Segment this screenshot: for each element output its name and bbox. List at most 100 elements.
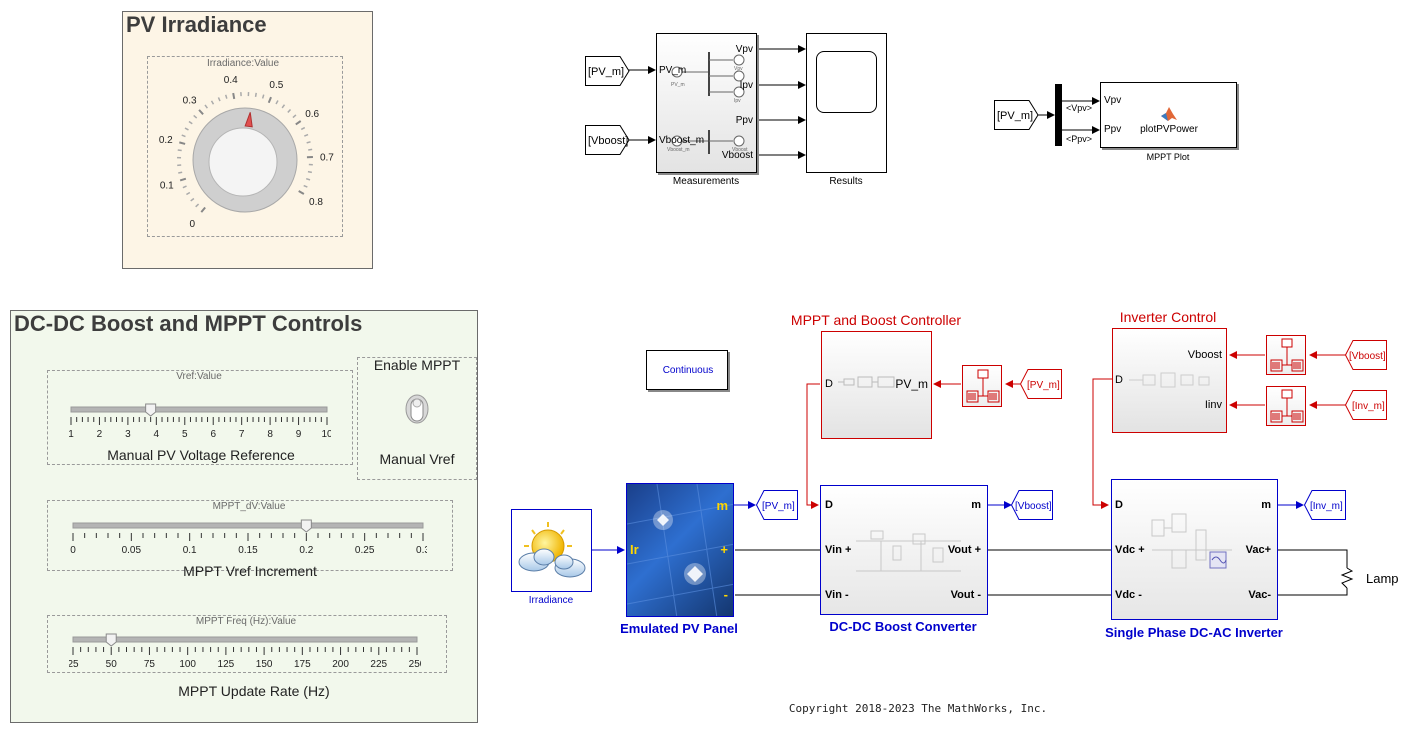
controller-from-tag[interactable]: [PV_m]	[1020, 369, 1062, 399]
knob-frame	[147, 56, 343, 237]
slider-tick-label: 4	[154, 429, 160, 440]
controller-rate-transition[interactable]	[962, 365, 1002, 407]
knob-minor-tick	[305, 177, 311, 181]
knob-tick-label: 0.4	[224, 75, 238, 86]
vboost-from-tag[interactable]: [Vboost]	[585, 125, 630, 155]
controller-port-pv-m: PV_m	[895, 377, 928, 391]
boost-port-m: m	[971, 499, 981, 511]
inverter-vboost-from-tag[interactable]: [Vboost]	[1345, 340, 1387, 370]
knob-major-tick	[298, 190, 305, 195]
knob-minor-tick	[275, 100, 279, 105]
freq-slider-caption: MPPT Update Rate (Hz)	[178, 683, 330, 699]
meas-sub-vpv: Vpv	[734, 66, 743, 72]
inverter-control-title: Inverter Control	[1119, 309, 1217, 325]
meas-sub-pv-m: PV_m	[671, 82, 685, 88]
inverter-goto-tag[interactable]: [Inv_m]	[1304, 490, 1346, 520]
powergui-block[interactable]: Continuous	[646, 350, 728, 390]
knob-minor-tick	[292, 114, 297, 119]
boost-port-vin-plus: Vin +	[825, 544, 852, 556]
pv-port-m: m	[716, 498, 728, 513]
vref-slider-thumb[interactable]	[145, 403, 157, 417]
irradiance-source-block[interactable]	[511, 509, 592, 592]
knob-major-tick	[200, 206, 206, 213]
inverter-port-vac-minus: Vac-	[1248, 589, 1271, 601]
knob-minor-tick	[287, 108, 292, 113]
slider-tick-label: 10	[321, 429, 331, 440]
mppt-switch-caption: Manual Vref	[379, 451, 455, 467]
knob-minor-tick	[303, 184, 308, 188]
inverter-port-d: D	[1115, 499, 1123, 511]
vboost-from-text: [Vboost]	[588, 135, 628, 147]
freq-slider-track[interactable]	[72, 636, 418, 643]
slider-tick-label: 0.3	[416, 545, 427, 556]
mppt-plot-from-tag[interactable]: [PV_m]	[994, 100, 1039, 130]
mppt-plot-block[interactable]: Vpv Ppv plotPVPower	[1100, 82, 1237, 148]
inverter-rate-transition-1[interactable]	[1266, 335, 1306, 375]
freq-slider-graphic[interactable]: 255075100125150175200225250	[67, 633, 426, 673]
mppt-switch-title: Enable MPPT	[373, 357, 461, 373]
slider-tick-label: 8	[267, 429, 273, 440]
meas-sub-vboost-m: Vboost_m	[667, 147, 690, 153]
knob-major-tick	[267, 96, 272, 104]
slider-tick-label: 250	[409, 659, 421, 670]
mppt-plot-in-vpv: Vpv	[1104, 95, 1122, 106]
pv-port-plus: +	[720, 542, 728, 557]
dv-slider-track[interactable]	[72, 522, 424, 529]
inverter-control-port-d: D	[1115, 374, 1123, 386]
copyright-text: Copyright 2018-2023 The MathWorks, Inc.	[788, 702, 1048, 715]
slider-tick-label: 1	[68, 429, 74, 440]
knob-minor-tick	[304, 133, 309, 137]
boost-goto-tag[interactable]: [Vboost]	[1011, 490, 1053, 520]
inverter-rate-transition-2[interactable]	[1266, 386, 1306, 426]
knob-minor-tick	[188, 120, 193, 125]
freq-slider[interactable]: 255075100125150175200225250	[67, 633, 426, 673]
inverter-port-vdc-plus: Vdc +	[1115, 544, 1145, 556]
bus-selector[interactable]	[1055, 84, 1062, 146]
inverter-block[interactable]: D m Vdc + Vac+ Vdc - Vac-	[1111, 479, 1278, 620]
slider-tick-label: 9	[296, 429, 302, 440]
mppt-plot-from-text: [PV_m]	[997, 110, 1033, 122]
meas-out-vpv: Vpv	[735, 44, 753, 55]
bus-signal-vpv: <Vpv>	[1066, 103, 1093, 113]
results-scope-block[interactable]	[806, 33, 887, 173]
pv-m-from-text: [PV_m]	[588, 66, 624, 78]
dv-slider-thumb[interactable]	[300, 519, 312, 533]
knob-tick-label: 0	[190, 219, 196, 230]
slider-tick-label: 0	[70, 545, 76, 556]
freq-slider-thumb[interactable]	[105, 633, 117, 647]
freq-slider-label: MPPT Freq (Hz):Value	[195, 616, 297, 627]
mppt-toggle-switch[interactable]	[402, 383, 432, 427]
inverter-inv-m-from-tag[interactable]: [Inv_m]	[1345, 390, 1387, 420]
dv-slider-graphic[interactable]: 00.050.10.150.20.250.3	[69, 519, 430, 559]
knob-minor-tick	[254, 92, 257, 98]
pv-m-from-tag[interactable]: [PV_m]	[585, 56, 630, 86]
knob-tick-label: 0.7	[320, 152, 334, 163]
knob-pointer	[244, 112, 253, 128]
knob-minor-tick	[210, 100, 215, 105]
vref-slider-label: Vref:Value	[176, 371, 222, 382]
vref-slider-frame	[47, 370, 353, 465]
boost-port-vout-plus: Vout +	[947, 544, 981, 556]
meas-out-vboost: Vboost	[721, 150, 753, 161]
matlab-logo-icon	[1161, 107, 1177, 121]
slider-tick-label: 125	[218, 659, 235, 670]
pv-port-ir: Ir	[630, 542, 639, 557]
mppt-controller-block[interactable]: D PV_m	[821, 331, 932, 439]
meas-in-vboost-m: Vboost_m	[659, 135, 705, 146]
vref-slider-track[interactable]	[70, 406, 328, 413]
measurements-block[interactable]: PV_m Vboost_m PV_m Vpv Ipv Vboost_m Vboo…	[656, 33, 757, 173]
dv-slider[interactable]: 00.050.10.150.20.250.3	[69, 519, 430, 559]
pv-panel-goto-tag[interactable]: [PV_m]	[756, 490, 798, 520]
knob-minor-tick	[178, 171, 183, 174]
knob-minor-tick	[204, 104, 208, 109]
knob-minor-tick	[193, 114, 198, 119]
pv-panel-block[interactable]: m Ir + -	[626, 483, 734, 617]
inverter-control-block[interactable]: D Vboost Iinv	[1112, 328, 1227, 433]
knob-minor-tick	[308, 148, 313, 151]
inverter-inv-m-from-text: [Inv_m]	[1352, 401, 1385, 412]
boost-converter-block[interactable]: D m Vin + Vout + Vin - Vout -	[820, 485, 988, 615]
